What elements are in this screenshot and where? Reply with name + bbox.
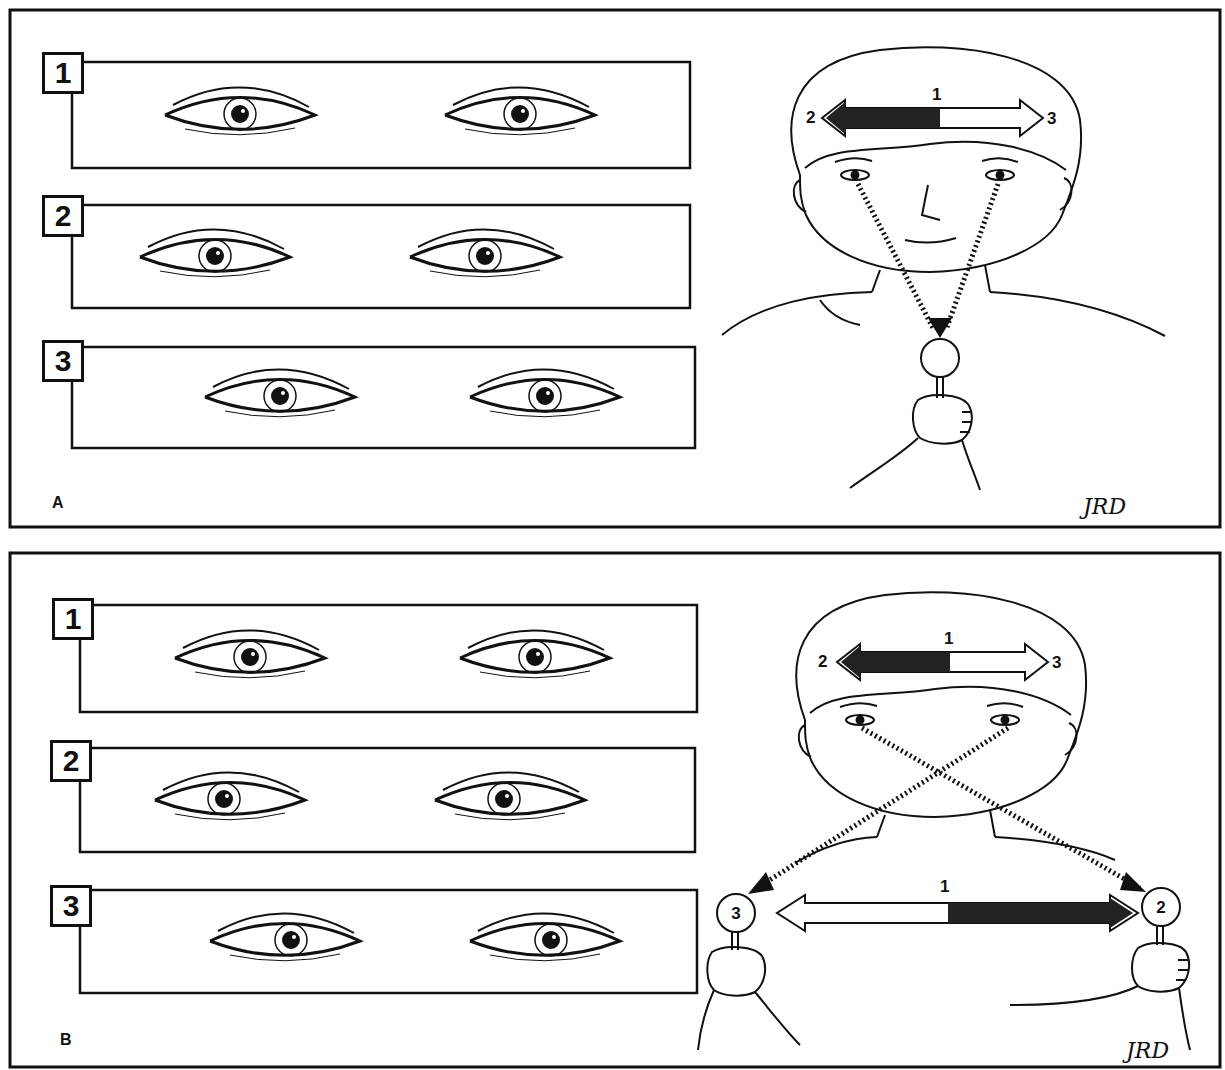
panel-letter: B	[60, 1032, 72, 1048]
artist-signature: JRD	[1126, 1040, 1169, 1062]
eye-frame	[72, 347, 695, 448]
gaze-line	[862, 728, 1140, 888]
eye-drawing	[165, 87, 315, 134]
panel-number-box: 2	[42, 195, 84, 237]
rotation-arrow-fill	[826, 102, 940, 134]
rotation-arrow-fill	[841, 646, 950, 678]
panel-letter: A	[52, 495, 64, 511]
hand-drawing	[850, 395, 980, 490]
eye-drawing	[435, 772, 585, 819]
gaze-line	[946, 184, 998, 330]
arrow-number: 1	[940, 878, 949, 895]
rotation-arrow	[822, 100, 1043, 136]
eye-drawing	[140, 229, 290, 276]
eye-drawing	[410, 229, 560, 276]
eye-frame	[80, 748, 695, 852]
eye-drawing	[210, 913, 360, 960]
gaze-line	[858, 184, 934, 330]
target-stick	[1157, 925, 1163, 945]
head-drawing	[722, 47, 1165, 336]
hand-drawing	[698, 947, 800, 1050]
callout-number: 1	[65, 604, 82, 634]
callout-number: 3	[55, 346, 72, 376]
eye-drawing	[445, 87, 595, 134]
gaze-arrowhead	[1120, 872, 1146, 892]
eye-frame	[72, 205, 690, 308]
eye-drawing	[470, 369, 620, 416]
callout-number: 2	[63, 746, 80, 776]
gaze-arrowhead	[928, 318, 952, 338]
arrow-number: 3	[1052, 654, 1061, 671]
callout-number: 2	[1156, 899, 1165, 916]
eye-frame	[80, 890, 697, 993]
eye-drawing	[175, 630, 325, 677]
panel-frame	[10, 553, 1220, 1067]
eye-drawing	[470, 913, 620, 960]
callout-number: 2	[55, 201, 72, 231]
target-disc: 3	[716, 893, 756, 933]
panel-number-box: 1	[42, 52, 84, 94]
arrow-number: 2	[818, 653, 827, 670]
eye-frame	[80, 605, 697, 712]
gaze-line	[754, 728, 1008, 890]
eye-drawing	[155, 772, 305, 819]
eye-drawing	[205, 369, 355, 416]
panel-number-box: 3	[50, 885, 92, 927]
target-disc	[921, 339, 959, 377]
eye-drawing	[460, 630, 610, 677]
callout-number: 3	[63, 891, 80, 921]
gaze-arrowhead	[748, 872, 774, 894]
artist-signature: JRD	[1083, 496, 1126, 518]
callout-number: 1	[55, 58, 72, 88]
panel-number-box: 2	[50, 740, 92, 782]
panel-frame	[10, 10, 1220, 527]
rotation-arrow	[837, 644, 1048, 680]
hand-drawing	[1010, 943, 1190, 1050]
arrow-number: 1	[932, 86, 941, 103]
panel-number-box: 3	[42, 340, 84, 382]
eye-frame	[72, 62, 690, 168]
arrow-number: 1	[944, 630, 953, 647]
arrow-number: 2	[806, 109, 815, 126]
callout-number: 3	[731, 905, 740, 922]
head-drawing	[795, 592, 1115, 863]
target-disc: 2	[1141, 887, 1181, 927]
movement-arrow	[777, 895, 1138, 931]
arrow-number: 3	[1047, 110, 1056, 127]
movement-arrow-fill	[948, 898, 1133, 928]
panel-number-box: 1	[52, 598, 94, 640]
